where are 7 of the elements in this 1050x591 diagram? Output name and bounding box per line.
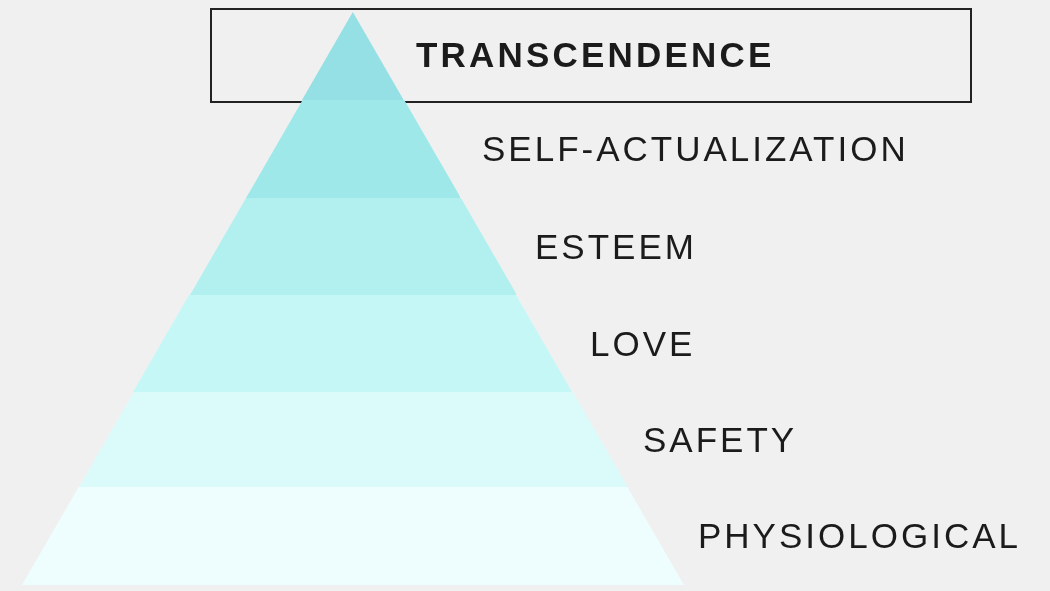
level-label: LOVE [590,323,696,364]
level-label: TRANSCENDENCE [416,35,775,75]
highlight-frame [210,8,972,103]
level-label: SAFETY [643,419,798,460]
level-label: ESTEEM [535,226,697,267]
level-label: PHYSIOLOGICAL [698,516,1021,556]
level-label: SELF-ACTUALIZATION [482,129,909,169]
